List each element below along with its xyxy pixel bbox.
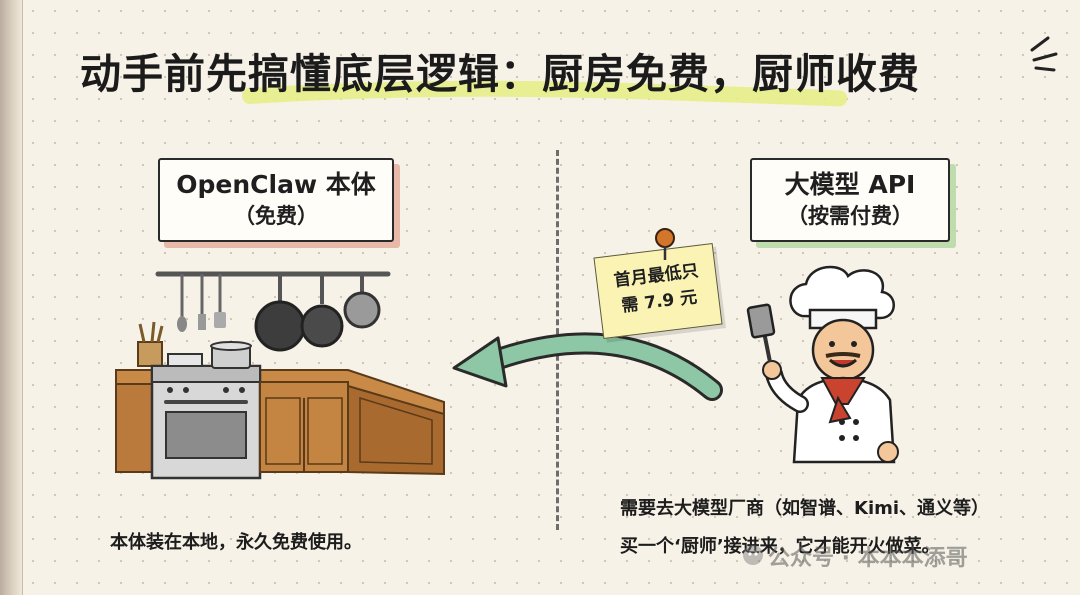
model-api-label-title: 大模型 API	[784, 170, 916, 199]
wechat-icon	[743, 545, 763, 565]
curved-arrow-left-icon	[452, 332, 723, 401]
spark-icon	[1030, 36, 1058, 72]
model-api-label-box: 大模型 API （按需付费）	[750, 158, 950, 242]
pushpin-icon	[655, 228, 675, 260]
notebook-binding	[0, 0, 23, 595]
page-title: 动手前先搞懂底层逻辑：厨房免费，厨师收费	[80, 50, 920, 98]
right-caption-line-2: 买一个‘厨师’接进来，它才能开火做菜。	[620, 536, 940, 557]
kitchen-icon	[115, 271, 445, 480]
left-caption: 本体装在本地，永久免费使用。	[110, 532, 362, 553]
right-caption-line-1: 需要去大模型厂商（如智谱、Kimi、通义等）	[620, 498, 990, 519]
watermark-text: 公众号 · 本本本添哥	[768, 546, 968, 571]
openclaw-label-title: OpenClaw 本体	[176, 170, 376, 199]
openclaw-label-box: OpenClaw 本体 （免费）	[158, 158, 394, 242]
chef-icon	[746, 265, 899, 464]
title-highlight	[242, 80, 848, 107]
model-api-label-sub: （按需付费）	[787, 204, 913, 228]
openclaw-label-sub: （免费）	[234, 204, 318, 228]
